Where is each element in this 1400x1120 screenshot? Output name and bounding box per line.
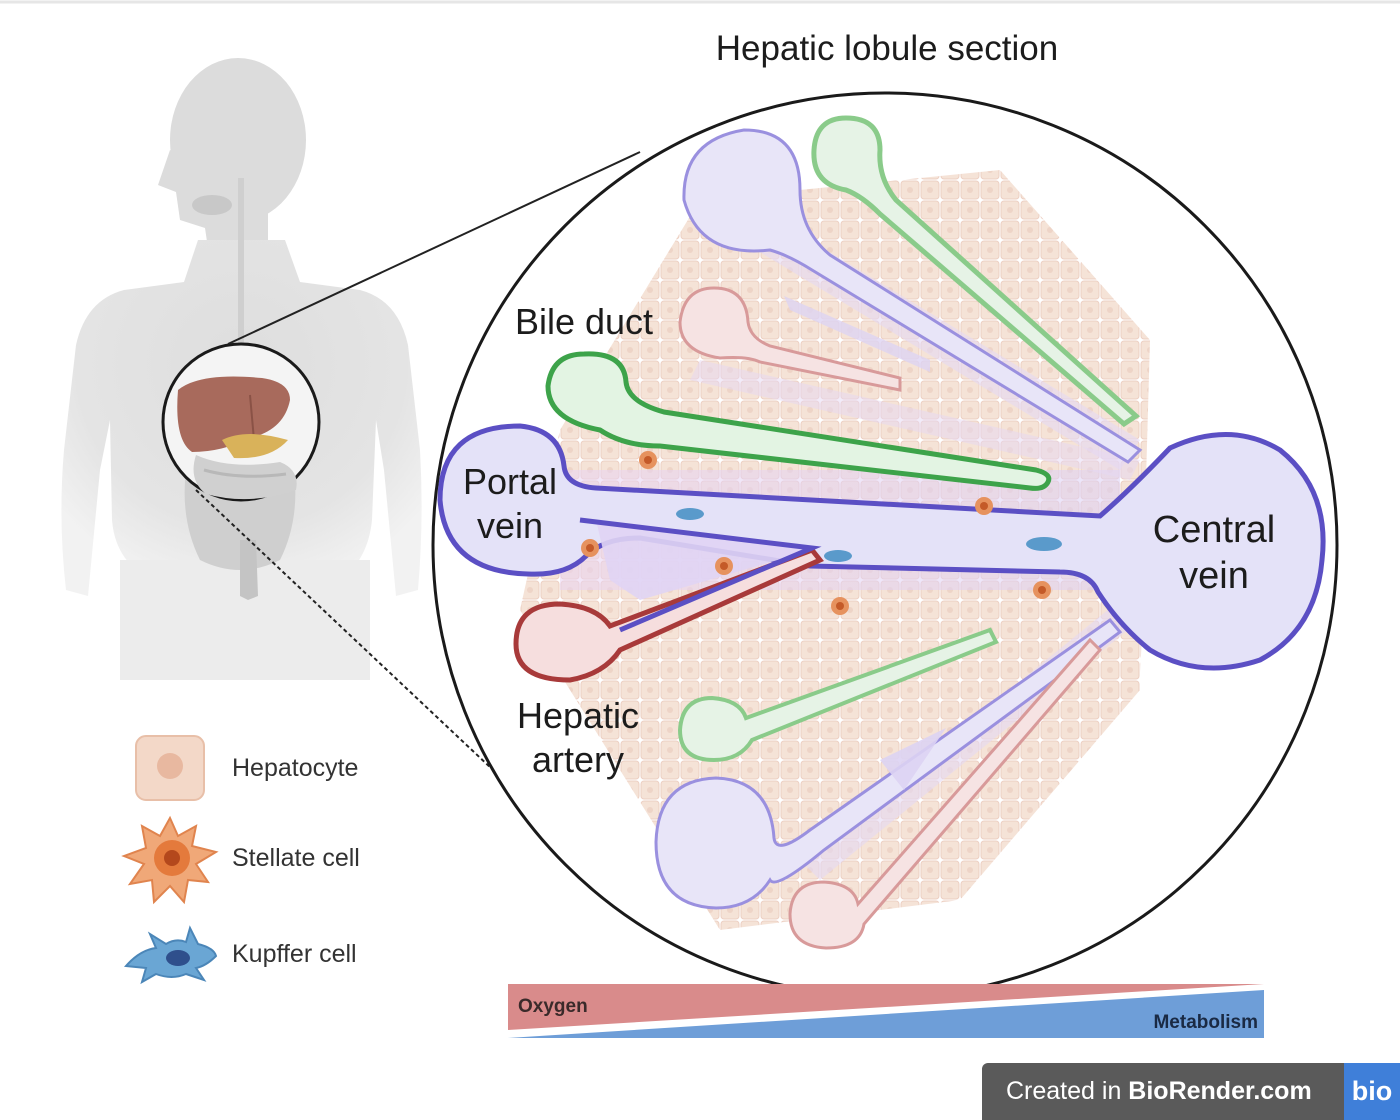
biorender-prefix: Created in bbox=[1006, 1077, 1129, 1105]
stellate-cells bbox=[581, 451, 1051, 615]
figure-title: Hepatic lobule section bbox=[716, 29, 1058, 68]
legend-item-stellate-cell: Stellate cell bbox=[121, 815, 360, 905]
portal-vein-label-line1: Portal bbox=[463, 461, 557, 502]
lower-hepatic-artery bbox=[788, 637, 1103, 950]
legend-item-kupffer-cell: Kupffer cell bbox=[123, 925, 357, 985]
oxygen-gradient-wedge bbox=[508, 984, 1264, 1030]
legend: Hepatocyte Stellate cell Kupffer cell bbox=[121, 735, 360, 985]
portal-vein bbox=[437, 423, 1326, 671]
hepatocyte-icon bbox=[135, 735, 205, 801]
zonation-gradient: Oxygen Metabolism bbox=[508, 984, 1264, 1038]
lobule-section bbox=[431, 91, 1339, 999]
metabolism-gradient-wedge bbox=[508, 990, 1264, 1038]
central-vein-label-line2: vein bbox=[1179, 555, 1249, 597]
liver-magnifier bbox=[161, 342, 321, 502]
hepatic-artery-label-line1: Hepatic bbox=[517, 695, 639, 736]
zoom-line-top bbox=[227, 151, 641, 345]
lower-portal-vein bbox=[654, 617, 1123, 910]
legend-label-hepatocyte: Hepatocyte bbox=[232, 754, 358, 782]
upper-bile-duct bbox=[811, 115, 1141, 428]
upper-hepatic-artery bbox=[678, 286, 902, 392]
hepatic-artery bbox=[513, 547, 824, 683]
lower-bile-duct bbox=[677, 627, 999, 763]
stellate-cell-icon bbox=[121, 815, 219, 905]
biorender-text: Created in BioRender.com bbox=[982, 1077, 1344, 1106]
oxygen-label: Oxygen bbox=[518, 996, 588, 1017]
upper-portal-vein bbox=[682, 128, 1143, 464]
biorender-badge: Created in BioRender.com bio bbox=[982, 1063, 1400, 1120]
biorender-logo-icon: bio bbox=[1344, 1063, 1400, 1120]
hepatic-artery-label-line2: artery bbox=[532, 739, 624, 780]
metabolism-label: Metabolism bbox=[1153, 1012, 1258, 1033]
biorender-brand: BioRender.com bbox=[1128, 1077, 1312, 1105]
legend-label-stellate-cell: Stellate cell bbox=[232, 844, 360, 872]
central-vein-label-line1: Central bbox=[1153, 509, 1276, 551]
bile-duct bbox=[545, 351, 1052, 491]
kupffer-cell-icon bbox=[123, 925, 218, 985]
bile-duct-label: Bile duct bbox=[515, 301, 653, 342]
legend-label-kupffer-cell: Kupffer cell bbox=[232, 940, 357, 968]
kupffer-cells bbox=[676, 508, 1062, 562]
zoom-line-bottom bbox=[195, 489, 528, 803]
portal-vein-label-line2: vein bbox=[477, 505, 543, 546]
legend-item-hepatocyte: Hepatocyte bbox=[135, 735, 358, 801]
